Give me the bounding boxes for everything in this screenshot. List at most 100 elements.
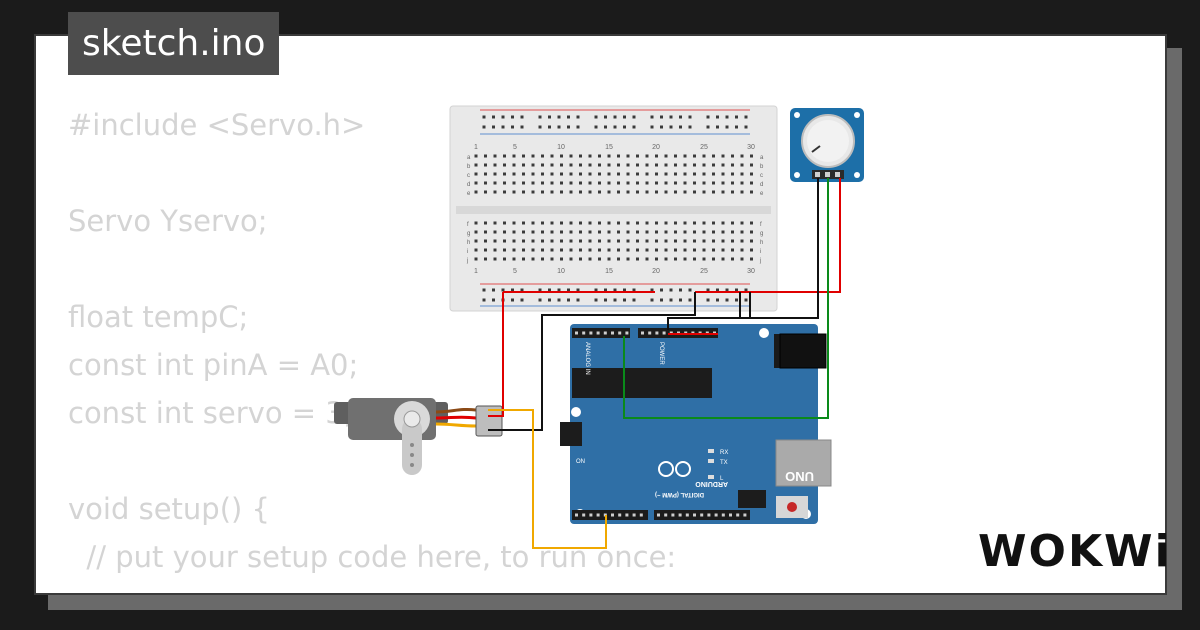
hole xyxy=(582,513,586,517)
hole xyxy=(503,190,506,194)
hole xyxy=(712,190,715,194)
hole xyxy=(548,115,551,119)
hole xyxy=(493,190,497,194)
hole xyxy=(550,221,554,225)
hole xyxy=(579,163,582,167)
hole xyxy=(731,230,734,234)
hole xyxy=(650,115,654,119)
hole xyxy=(626,163,630,167)
hole xyxy=(567,298,570,302)
hole xyxy=(520,288,524,292)
dc-power-jack xyxy=(779,333,827,369)
hole xyxy=(493,221,497,225)
breadboard[interactable]: 1 5 10 15 20 25 30 1 5 10 15 20 25 30 a … xyxy=(449,105,778,312)
potentiometer[interactable] xyxy=(790,108,864,182)
reset-button[interactable] xyxy=(787,502,797,512)
hole xyxy=(482,288,486,292)
hole xyxy=(531,190,535,194)
hole xyxy=(482,125,486,129)
hole xyxy=(541,239,544,243)
hole xyxy=(493,154,497,158)
hole xyxy=(607,239,611,243)
hole xyxy=(484,221,487,225)
hole xyxy=(655,154,658,158)
hole xyxy=(641,331,644,335)
row-letter: j xyxy=(759,258,761,264)
hole xyxy=(617,154,620,158)
hole xyxy=(712,172,715,176)
hole xyxy=(594,298,598,302)
hole xyxy=(750,221,753,225)
hole xyxy=(731,181,734,185)
hole xyxy=(522,221,525,225)
hole xyxy=(623,298,626,302)
hole xyxy=(511,115,514,119)
hole xyxy=(688,298,692,302)
hole xyxy=(655,172,658,176)
hole xyxy=(632,115,636,119)
hole xyxy=(712,248,715,252)
hole xyxy=(731,221,734,225)
hole xyxy=(721,172,725,176)
hole xyxy=(702,257,706,261)
arduino-uno[interactable]: ANALOG IN POWER UNO ARDUINO DIGITAL (PWM… xyxy=(560,324,832,524)
hole xyxy=(531,239,535,243)
hole xyxy=(598,257,601,261)
hole xyxy=(626,230,630,234)
hole xyxy=(598,181,601,185)
hole xyxy=(538,115,542,119)
hole xyxy=(569,154,573,158)
hole xyxy=(702,172,706,176)
hole xyxy=(604,288,607,292)
hole xyxy=(493,257,497,261)
hole xyxy=(735,125,738,129)
hole xyxy=(626,257,630,261)
hole xyxy=(731,172,734,176)
code-line: const int pinA = A0; xyxy=(68,348,359,382)
hole xyxy=(750,230,753,234)
hole xyxy=(636,181,639,185)
hole xyxy=(474,172,478,176)
usb-port[interactable] xyxy=(775,439,832,487)
hole xyxy=(740,190,744,194)
wire-red-pot xyxy=(695,178,841,293)
code-editor[interactable]: #include <Servo.h>Servo Yservo;float tem… xyxy=(68,101,768,591)
hole xyxy=(538,288,542,292)
hole xyxy=(550,163,554,167)
hole xyxy=(541,230,544,234)
on-led-label: ON xyxy=(576,459,585,465)
hole xyxy=(721,190,725,194)
hole xyxy=(598,190,601,194)
hole xyxy=(522,190,525,194)
hole xyxy=(501,115,505,119)
hole xyxy=(669,298,673,302)
hole xyxy=(725,298,729,302)
servo-motor[interactable] xyxy=(334,398,503,475)
hole xyxy=(531,248,535,252)
hole xyxy=(743,513,747,517)
hole xyxy=(693,230,696,234)
hole xyxy=(688,288,692,292)
hole xyxy=(669,288,673,292)
hole xyxy=(604,115,607,119)
hole xyxy=(569,163,573,167)
code-line: #include <Servo.h> xyxy=(68,108,366,142)
hole xyxy=(607,190,611,194)
hole xyxy=(520,125,524,129)
hole xyxy=(474,190,478,194)
row-letter: i xyxy=(760,249,761,255)
hole xyxy=(740,239,744,243)
hole xyxy=(594,288,598,292)
wire-red-servo xyxy=(488,292,504,417)
hole xyxy=(579,181,582,185)
hole xyxy=(736,513,740,517)
hole xyxy=(712,154,715,158)
hole xyxy=(678,513,682,517)
hole xyxy=(607,154,611,158)
hole xyxy=(626,221,630,225)
hole xyxy=(531,257,535,261)
hole xyxy=(588,163,592,167)
hole xyxy=(511,125,514,129)
hole xyxy=(721,257,725,261)
hole xyxy=(474,154,478,158)
